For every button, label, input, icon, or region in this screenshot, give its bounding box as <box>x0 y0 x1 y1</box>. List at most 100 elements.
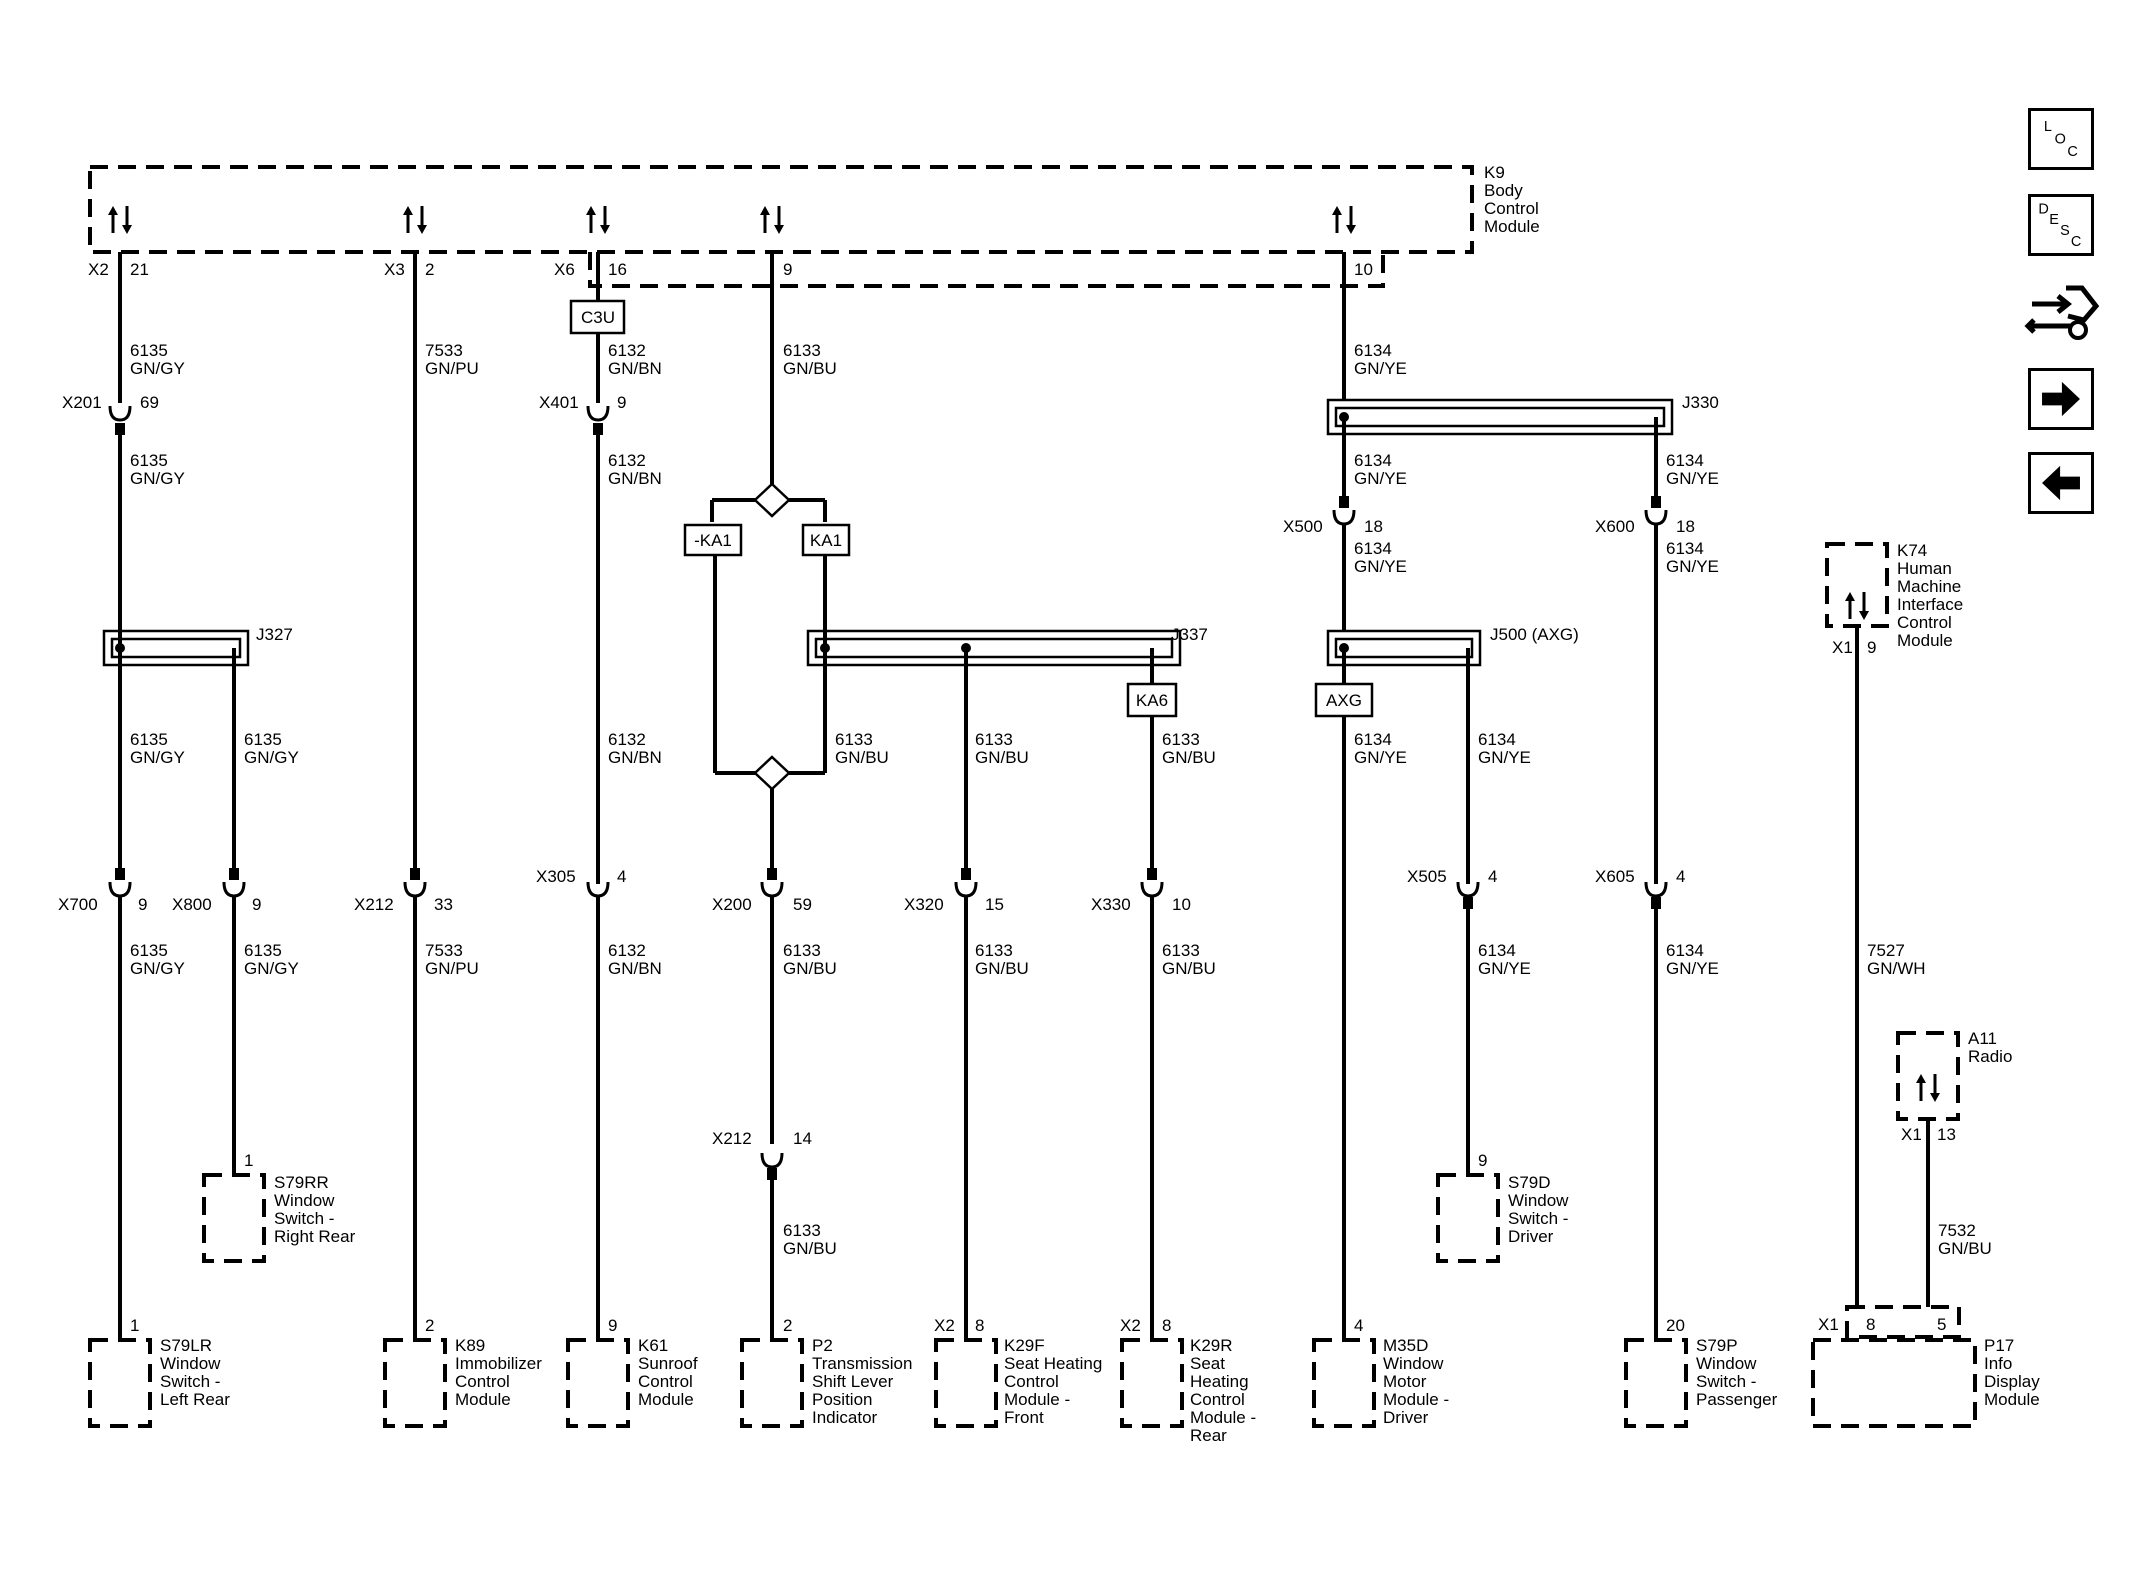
k9-c1-pin: 21 <box>130 260 149 279</box>
m35d-label-4: Driver <box>1383 1408 1429 1427</box>
wire-6133-e-num: 6133 <box>783 941 821 960</box>
k9-c1-connector: X2 <box>88 260 109 279</box>
x401-pin: 9 <box>617 393 626 412</box>
s79p-window-switch-passenger: 20 S79P Window Switch - Passenger <box>1624 1316 1778 1428</box>
wire-6134-i-color: GN/YE <box>1666 959 1719 978</box>
next-arrow-icon <box>2042 381 2080 417</box>
wire-6132-c-color: GN/BN <box>608 748 662 767</box>
k74-label-3: Interface <box>1897 595 1963 614</box>
s79lr-window-switch-left-rear: 1 S79LR Window Switch - Left Rear <box>88 1316 230 1428</box>
k9-c3-pin: 16 <box>608 260 627 279</box>
s79d-label-2: Switch - <box>1508 1209 1568 1228</box>
k74-connector: X1 <box>1832 638 1853 657</box>
x330-pin: 10 <box>1172 895 1191 914</box>
x320-pin: 15 <box>985 895 1004 914</box>
m35d-pin: 4 <box>1354 1316 1363 1335</box>
circuit-hmi-radio-display: K74 Human Machine Interface Control Modu… <box>1811 541 2040 1428</box>
wire-7527-num: 7527 <box>1867 941 1905 960</box>
circuit-6133: -KA1 KA1 KA6 6133 GN/BU J337 6133 <box>683 252 1216 1340</box>
a11-connector: X1 <box>1901 1125 1922 1144</box>
k29r-label-3: Control <box>1190 1390 1245 1409</box>
s79rr-label-1: Window <box>274 1191 335 1210</box>
s79p-label-2: Switch - <box>1696 1372 1756 1391</box>
k9-c2-pin: 2 <box>425 260 434 279</box>
x320-label: X320 <box>904 895 944 914</box>
x800-pin: 9 <box>252 895 261 914</box>
desc-icon: D E S C <box>2038 201 2081 250</box>
x800-label: X800 <box>172 895 212 914</box>
wire-6134-g-color: GN/YE <box>1478 748 1531 767</box>
k74-label-1: Human <box>1897 559 1952 578</box>
wire-6134-d-num: 6134 <box>1354 539 1392 558</box>
p2-label-3: Position <box>812 1390 872 1409</box>
x401-label: X401 <box>539 393 579 412</box>
k61-label-0: K61 <box>638 1336 668 1355</box>
k74-label-2: Machine <box>1897 577 1961 596</box>
wire-6133-c-num: 6133 <box>975 730 1013 749</box>
wire-6135-b-color: GN/GY <box>130 469 185 488</box>
desc-button[interactable]: D E S C <box>2028 194 2094 256</box>
wire-6132-c-num: 6132 <box>608 730 646 749</box>
p2-transmission-shift-lever-position-indicator: 2 P2 Transmission Shift Lever Position I… <box>740 1316 912 1428</box>
x212-14-pin: 14 <box>793 1129 812 1148</box>
x700-pin: 9 <box>138 895 147 914</box>
j337-label: J337 <box>1171 625 1208 644</box>
s79rr-pin: 1 <box>244 1151 253 1170</box>
wire-6132-d-num: 6132 <box>608 941 646 960</box>
wire-6135-e-color: GN/GY <box>130 959 185 978</box>
p2-label-0: P2 <box>812 1336 833 1355</box>
previous-button[interactable] <box>2028 452 2094 514</box>
wire-6135-a-num: 6135 <box>130 341 168 360</box>
s79d-label-0: S79D <box>1508 1173 1551 1192</box>
wire-6133-e-color: GN/BU <box>783 959 837 978</box>
loc-button[interactable]: L O C <box>2028 108 2094 170</box>
k9-c4-pin: 9 <box>783 260 792 279</box>
k29r-label-2: Heating <box>1190 1372 1249 1391</box>
connector-tools-button[interactable] <box>2024 274 2100 346</box>
s79rr-label-0: S79RR <box>274 1173 329 1192</box>
m35d-window-motor-module-driver: 4 M35D Window Motor Module - Driver <box>1312 1316 1449 1428</box>
wire-6133-b-color: GN/BU <box>835 748 889 767</box>
x200-pin: 59 <box>793 895 812 914</box>
k29r-label-5: Rear <box>1190 1426 1227 1445</box>
k89-immobilizer-control-module: 2 K89 Immobilizer Control Module <box>383 1316 542 1428</box>
wire-6133-a-num: 6133 <box>783 341 821 360</box>
k29f-connector: X2 <box>934 1316 955 1335</box>
wire-6134-b-color: GN/YE <box>1354 469 1407 488</box>
k89-label-2: Control <box>455 1372 510 1391</box>
k89-pin: 2 <box>425 1316 434 1335</box>
k89-label-3: Module <box>455 1390 511 1409</box>
wire-7533-a-color: GN/PU <box>425 359 479 378</box>
wire-6133-g-color: GN/BU <box>1162 959 1216 978</box>
svg-text:O: O <box>2055 132 2066 148</box>
wire-6135-d-num: 6135 <box>244 730 282 749</box>
svg-text:D: D <box>2038 201 2048 217</box>
wire-6135-f-num: 6135 <box>244 941 282 960</box>
k9-label-1: Body <box>1484 181 1523 200</box>
k74-label: K74 Human Machine Interface Control Modu… <box>1897 541 1963 650</box>
p17-label: P17 Info Display Module <box>1984 1336 2040 1409</box>
wire-6135-c-num: 6135 <box>130 730 168 749</box>
wire-6133-d-color: GN/BU <box>1162 748 1216 767</box>
circuit-6135: 6135 GN/GY X201 69 6135 GN/GY J327 6135 … <box>58 252 299 1340</box>
s79d-window-switch-driver: 9 S79D Window Switch - Driver <box>1436 1151 1569 1263</box>
wire-6134-e-num: 6134 <box>1666 539 1704 558</box>
p17-label-2: Display <box>1984 1372 2040 1391</box>
s79p-label-0: S79P <box>1696 1336 1738 1355</box>
wire-7533-a-num: 7533 <box>425 341 463 360</box>
next-button[interactable] <box>2028 368 2094 430</box>
wire-6135-d-color: GN/GY <box>244 748 299 767</box>
k74-label-5: Module <box>1897 631 1953 650</box>
k29r-connector: X2 <box>1120 1316 1141 1335</box>
k89-label-0: K89 <box>455 1336 485 1355</box>
k29f-label-1: Seat Heating <box>1004 1354 1102 1373</box>
x201-pin: 69 <box>140 393 159 412</box>
x700-label: X700 <box>58 895 98 914</box>
wire-7527-color: GN/WH <box>1867 959 1926 978</box>
k29f-pin: 8 <box>975 1316 984 1335</box>
s79rr-window-switch-right-rear: 1 S79RR Window Switch - Right Rear <box>202 1151 356 1263</box>
c3u-option-box <box>569 299 626 335</box>
x505-label: X505 <box>1407 867 1447 886</box>
x305-label: X305 <box>536 867 576 886</box>
